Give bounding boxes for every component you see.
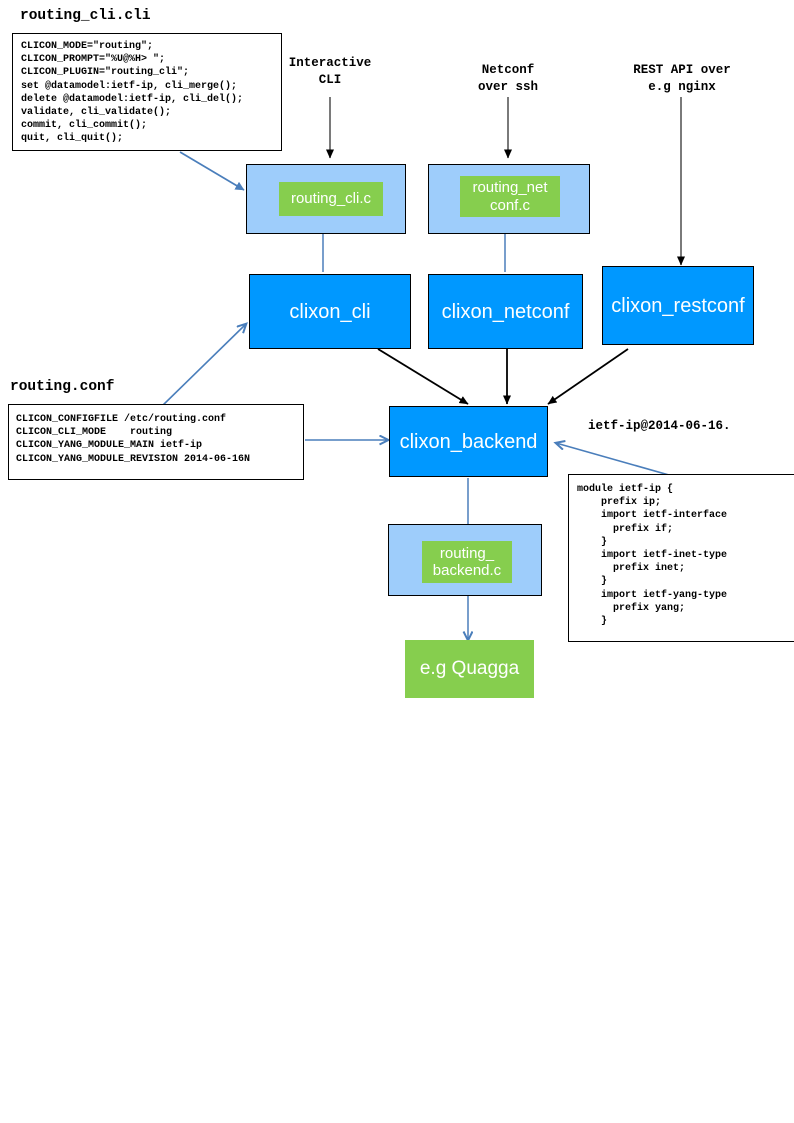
routing-netconf-container: routing_net conf.c (428, 164, 590, 234)
process-clixon-cli[interactable]: clixon_cli (249, 274, 411, 349)
routing-cli-container: routing_cli.c (246, 164, 406, 234)
process-clixon-cli-label: clixon_cli (289, 300, 371, 323)
conf-title: routing.conf (10, 379, 115, 395)
conf-content: CLICON_CONFIGFILE /etc/routing.conf CLIC… (16, 414, 251, 465)
routing-backend-container: routing_ backend.c (388, 524, 542, 596)
plugin-routing-backend-c[interactable]: routing_ backend.c (422, 541, 512, 583)
yang-content: module ietf-ip { prefix ip; import ietf-… (577, 484, 728, 628)
process-clixon-netconf-label: clixon_netconf (441, 300, 570, 323)
plugin-routing-netconf-c[interactable]: routing_net conf.c (460, 176, 560, 217)
cli-spec-title: routing_cli.cli (20, 8, 151, 24)
label-interactive-cli: Interactive CLI (288, 56, 372, 87)
label-rest-api: REST API over e.g nginx (633, 63, 731, 94)
target-quagga-label: e.g Quagga (419, 657, 520, 679)
cli-spec-box: CLICON_MODE="routing"; CLICON_PROMPT="%U… (12, 33, 282, 151)
edge-cli-spec-to-routing-cli-c (179, 151, 245, 191)
edge-yang-to-clixon-backend (556, 443, 677, 478)
plugin-routing-backend-c-label: routing_ backend.c (432, 544, 502, 579)
plugin-routing-cli-c[interactable]: routing_cli.c (279, 182, 383, 216)
process-clixon-netconf[interactable]: clixon_netconf (428, 274, 583, 349)
target-quagga[interactable]: e.g Quagga (405, 640, 534, 698)
plugin-routing-netconf-c-label: routing_net conf.c (472, 179, 548, 214)
edge-conf-to-clixon-cli (159, 324, 246, 409)
process-clixon-backend-label: clixon_backend (399, 430, 538, 453)
process-clixon-restconf-label: clixon_restconf (611, 294, 745, 317)
process-clixon-restconf[interactable]: clixon_restconf (602, 266, 754, 345)
edge-clixon-cli-to-backend (377, 348, 469, 405)
conf-box: CLICON_CONFIGFILE /etc/routing.conf CLIC… (8, 404, 304, 480)
yang-box: module ietf-ip { prefix ip; import ietf-… (568, 474, 794, 642)
edge-clixon-restconf-to-backend (547, 348, 629, 405)
plugin-routing-cli-c-label: routing_cli.c (290, 190, 372, 208)
yang-title: ietf-ip@2014-06-16. (588, 419, 731, 433)
label-netconf-over-ssh: Netconf over ssh (477, 63, 538, 94)
cli-spec-content: CLICON_MODE="routing"; CLICON_PROMPT="%U… (21, 41, 244, 145)
process-clixon-backend[interactable]: clixon_backend (389, 406, 548, 477)
